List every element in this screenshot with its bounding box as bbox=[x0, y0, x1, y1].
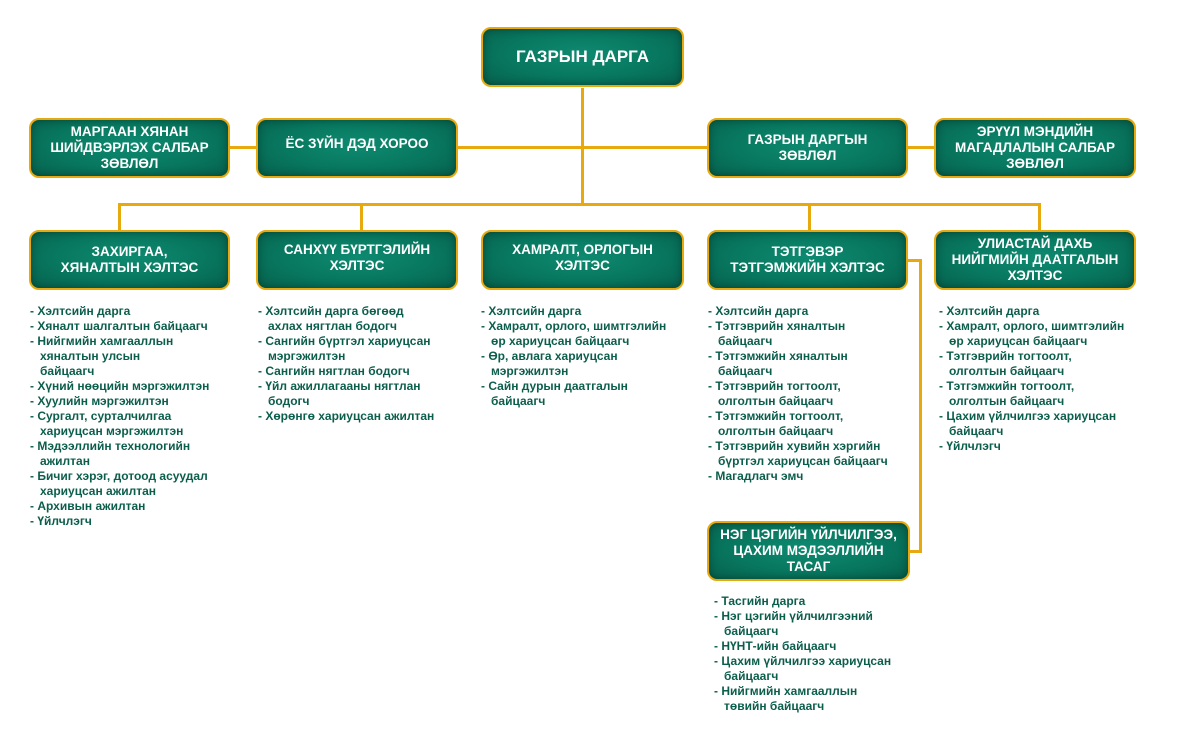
connector-advisory-right bbox=[906, 146, 936, 149]
staff-item: Хамралт, орлого, шимтгэлийн өр хариуцсан… bbox=[481, 319, 676, 349]
staff-list-pension: Хэлтсийн дарга Тэтгэврийн хяналтын байца… bbox=[708, 304, 908, 484]
department-box-pension: ТЭТГЭВЭР ТЭТГЭМЖИЙН ХЭЛТЭС bbox=[707, 230, 908, 290]
connector-dept-1 bbox=[118, 203, 121, 231]
advisory-box-medical-council: ЭРҮҮЛ МЭНДИЙН МАГАДЛАЛЫН САЛБАР ЗӨВЛӨЛ bbox=[934, 118, 1136, 178]
staff-item: Тэтгэмжийн тогтоолт, олголтын байцаагч bbox=[708, 409, 883, 439]
staff-item: Өр, авлага хариуцсан мэргэжилтэн bbox=[481, 349, 651, 379]
advisory-title: ГАЗРЫН ДАРГЫН ЗӨВЛӨЛ bbox=[747, 132, 868, 163]
connector-dept-4 bbox=[808, 203, 811, 231]
staff-item: Сургалт, сурталчилгаа хариуцсан мэргэжил… bbox=[30, 409, 210, 439]
department-title: ЗАХИРГАА, ХЯНАЛТЫН ХЭЛТЭС bbox=[60, 244, 199, 275]
staff-item: Хүний нөөцийн мэргэжилтэн bbox=[30, 379, 230, 394]
advisory-title: ЭРҮҮЛ МЭНДИЙН МАГАДЛАЛЫН САЛБАР ЗӨВЛӨЛ bbox=[955, 124, 1115, 171]
advisory-title: ЁС ЗҮЙН ДЭД ХОРОО bbox=[285, 136, 429, 151]
staff-item: Тэтгэмжийн хяналтын байцаагч bbox=[708, 349, 883, 379]
staff-item: Тасгийн дарга bbox=[714, 594, 914, 609]
staff-item: Тэтгэврийн хувийн хэргийн бүртгэл хариуц… bbox=[708, 439, 918, 469]
staff-item: Архивын ажилтан bbox=[30, 499, 230, 514]
staff-item: Магадлагч эмч bbox=[708, 469, 908, 484]
department-box-finance: САНХҮҮ БҮРТГЭЛИЙН ХЭЛТЭС bbox=[256, 230, 458, 290]
staff-item: Хөрөнгө хариуцсан ажилтан bbox=[258, 409, 458, 424]
advisory-box-director-council: ГАЗРЫН ДАРГЫН ЗӨВЛӨЛ bbox=[707, 118, 908, 178]
staff-list-uliastai: Хэлтсийн дарга Хамралт, орлого, шимтгэли… bbox=[939, 304, 1139, 454]
staff-item: Тэтгэврийн тогтоолт, олголтын байцаагч bbox=[708, 379, 883, 409]
subunit-title: НЭГ ЦЭГИЙН ҮЙЛЧИЛГЭЭ, ЦАХИМ МЭДЭЭЛЛИЙН Т… bbox=[720, 527, 897, 574]
staff-item: Тэтгэврийн тогтоолт, олголтын байцаагч bbox=[939, 349, 1114, 379]
staff-item: Сангийн нягтлан бодогч bbox=[258, 364, 458, 379]
staff-item: Мэдээллийн технологийн ажилтан bbox=[30, 439, 215, 469]
department-title: ХАМРАЛТ, ОРЛОГЫН ХЭЛТЭС bbox=[512, 242, 653, 273]
head-box: ГАЗРЫН ДАРГА bbox=[481, 27, 684, 87]
connector-advisory-left bbox=[228, 146, 258, 149]
connector-dept-5 bbox=[1038, 203, 1041, 231]
staff-list-subunit: Тасгийн дарга Нэг цэгийн үйлчилгээний ба… bbox=[714, 594, 914, 714]
advisory-box-dispute-council: МАРГААН ХЯНАН ШИЙДВЭРЛЭХ САЛБАР ЗӨВЛӨЛ bbox=[29, 118, 230, 178]
connector-dept-2 bbox=[360, 203, 363, 231]
staff-item: Тэтгэврийн хяналтын байцаагч bbox=[708, 319, 883, 349]
staff-item: Сангийн бүртгэл хариуцсан мэргэжилтэн bbox=[258, 334, 458, 364]
staff-item: Үйлчлэгч bbox=[939, 439, 1139, 454]
department-title: САНХҮҮ БҮРТГЭЛИЙН ХЭЛТЭС bbox=[283, 242, 431, 273]
department-title: ТЭТГЭВЭР ТЭТГЭМЖИЙН ХЭЛТЭС bbox=[730, 244, 885, 275]
staff-list-admin: Хэлтсийн дарга Хяналт шалгалтын байцаагч… bbox=[30, 304, 230, 529]
subunit-box-one-stop-service: НЭГ ЦЭГИЙН ҮЙЛЧИЛГЭЭ, ЦАХИМ МЭДЭЭЛЛИЙН Т… bbox=[707, 521, 910, 581]
staff-item: Нийгмийн хамгааллын хяналтын улсын байца… bbox=[30, 334, 195, 379]
staff-item: Хэлтсийн дарга bbox=[30, 304, 230, 319]
department-box-uliastai: УЛИАСТАЙ ДАХЬ НИЙГМИЙН ДААТГАЛЫН ХЭЛТЭС bbox=[934, 230, 1136, 290]
department-box-admin: ЗАХИРГАА, ХЯНАЛТЫН ХЭЛТЭС bbox=[29, 230, 230, 290]
connector-subunit-horizontal-top bbox=[906, 259, 922, 262]
staff-item: Хуулийн мэргэжилтэн bbox=[30, 394, 230, 409]
staff-item: Үйл ажиллагааны нягтлан бодогч bbox=[258, 379, 443, 409]
connector-subunit-vertical bbox=[919, 259, 922, 553]
staff-item: Хамралт, орлого, шимтгэлийн өр хариуцсан… bbox=[939, 319, 1134, 349]
staff-item: Цахим үйлчилгээ хариуцсан байцаагч bbox=[714, 654, 919, 684]
advisory-box-ethics-committee: ЁС ЗҮЙН ДЭД ХОРОО bbox=[256, 118, 458, 178]
advisory-title: МАРГААН ХЯНАН ШИЙДВЭРЛЭХ САЛБАР ЗӨВЛӨЛ bbox=[50, 124, 209, 171]
staff-list-finance: Хэлтсийн дарга бөгөөд ахлах нягтлан бодо… bbox=[258, 304, 458, 424]
staff-item: Хэлтсийн дарга bbox=[481, 304, 681, 319]
staff-list-coverage: Хэлтсийн дарга Хамралт, орлого, шимтгэли… bbox=[481, 304, 681, 409]
staff-item: Цахим үйлчилгээ хариуцсан байцаагч bbox=[939, 409, 1144, 439]
department-title: УЛИАСТАЙ ДАХЬ НИЙГМИЙН ДААТГАЛЫН ХЭЛТЭС bbox=[951, 236, 1119, 283]
connector-subunit-horizontal-bottom bbox=[906, 550, 922, 553]
staff-item: Сайн дурын даатгалын байцаагч bbox=[481, 379, 661, 409]
staff-item: Тэтгэмжийн тогтоолт, олголтын байцаагч bbox=[939, 379, 1114, 409]
staff-item: Үйлчлэгч bbox=[30, 514, 230, 529]
connector-advisory-center bbox=[456, 146, 708, 149]
staff-item: Хяналт шалгалтын байцаагч bbox=[30, 319, 230, 334]
department-box-coverage: ХАМРАЛТ, ОРЛОГЫН ХЭЛТЭС bbox=[481, 230, 684, 290]
staff-item: Хэлтсийн дарга bbox=[939, 304, 1139, 319]
head-title: ГАЗРЫН ДАРГА bbox=[515, 46, 650, 66]
staff-item: НҮНТ-ийн байцаагч bbox=[714, 639, 914, 654]
staff-item: Нэг цэгийн үйлчилгээний байцаагч bbox=[714, 609, 904, 639]
staff-item: Хэлтсийн дарга bbox=[708, 304, 908, 319]
staff-item: Хэлтсийн дарга бөгөөд ахлах нягтлан бодо… bbox=[258, 304, 433, 334]
connector-department-bus bbox=[118, 203, 1041, 206]
staff-item: Нийгмийн хамгааллын төвийн байцаагч bbox=[714, 684, 884, 714]
staff-item: Бичиг хэрэг, дотоод асуудал хариуцсан аж… bbox=[30, 469, 235, 499]
